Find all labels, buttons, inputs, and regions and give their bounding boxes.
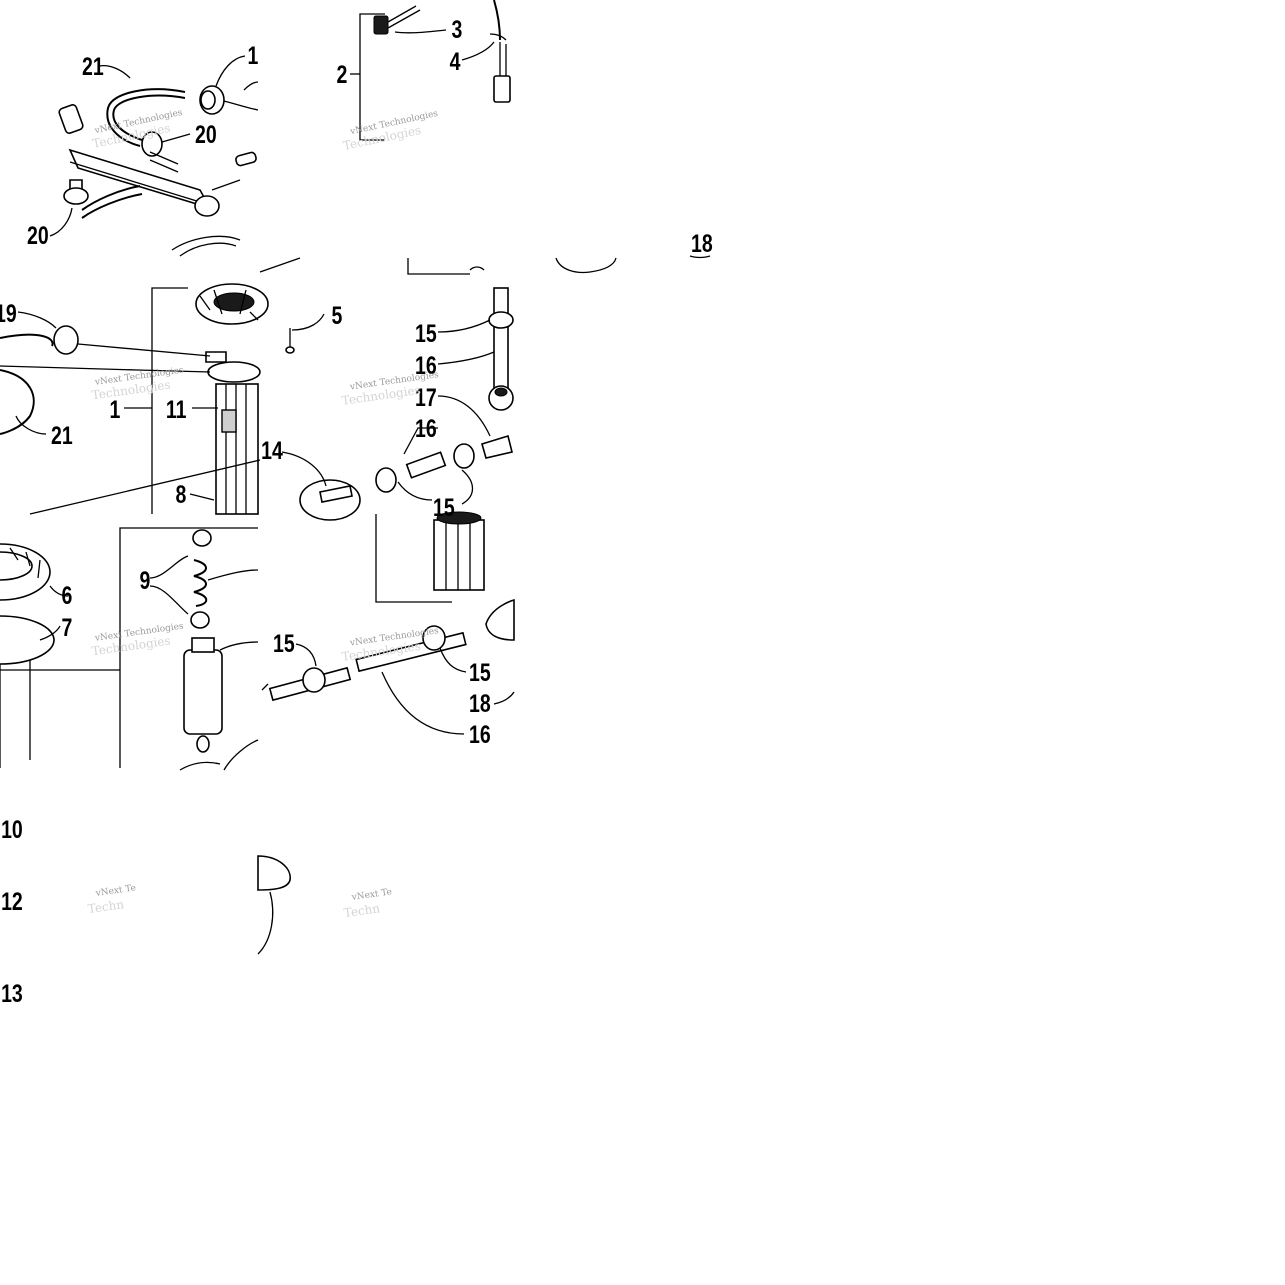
callout-7: 7 xyxy=(62,614,73,642)
callout-19: 19 xyxy=(0,300,17,328)
watermark-7: vNext Te xyxy=(94,883,136,899)
callout-labels: 21 1 20 20 2 3 4 19 1 11 21 14 8 5 15 16… xyxy=(0,16,713,1008)
watermark-8: vNext Te xyxy=(350,887,392,903)
tile-wiring xyxy=(350,0,511,141)
callout-16c: 16 xyxy=(469,721,491,749)
callout-21b: 21 xyxy=(51,422,73,450)
watermarks: Technologies vNext Technologies Technolo… xyxy=(87,108,440,920)
callout-16a: 16 xyxy=(415,352,437,380)
callout-15d: 15 xyxy=(469,659,491,687)
callout-3: 3 xyxy=(452,16,463,44)
tile-fuel-rail xyxy=(49,55,259,257)
callout-20b: 20 xyxy=(27,222,49,250)
watermark-bg-8: Techn xyxy=(343,901,381,920)
callout-13: 13 xyxy=(1,980,23,1008)
callout-2: 2 xyxy=(337,61,348,89)
tile-filter-tubes xyxy=(259,255,711,521)
callout-8: 8 xyxy=(176,481,187,509)
callout-20a: 20 xyxy=(195,121,217,149)
tile-pump-ring xyxy=(0,527,259,771)
callout-1b: 1 xyxy=(110,396,121,424)
callout-11: 11 xyxy=(166,396,187,424)
callout-15b: 15 xyxy=(433,494,455,522)
callout-4: 4 xyxy=(450,48,461,76)
tile-pump-assembly xyxy=(0,283,269,515)
callout-9: 9 xyxy=(140,567,151,595)
callout-14: 14 xyxy=(261,437,283,465)
callout-1a: 1 xyxy=(248,42,259,70)
callout-17: 17 xyxy=(415,384,437,412)
callout-10: 10 xyxy=(1,816,23,844)
callout-5: 5 xyxy=(332,302,343,330)
callout-6: 6 xyxy=(62,582,73,610)
callout-16b: 16 xyxy=(415,415,437,443)
callout-12: 12 xyxy=(1,888,23,916)
callout-15a: 15 xyxy=(415,320,437,348)
callout-21a: 21 xyxy=(82,53,104,81)
callout-18-fragment: 18 xyxy=(691,230,713,258)
tile-fuel-line xyxy=(257,511,515,955)
callout-18: 18 xyxy=(469,690,491,718)
callout-15c: 15 xyxy=(273,630,295,658)
watermark-bg-7: Techn xyxy=(87,897,125,916)
